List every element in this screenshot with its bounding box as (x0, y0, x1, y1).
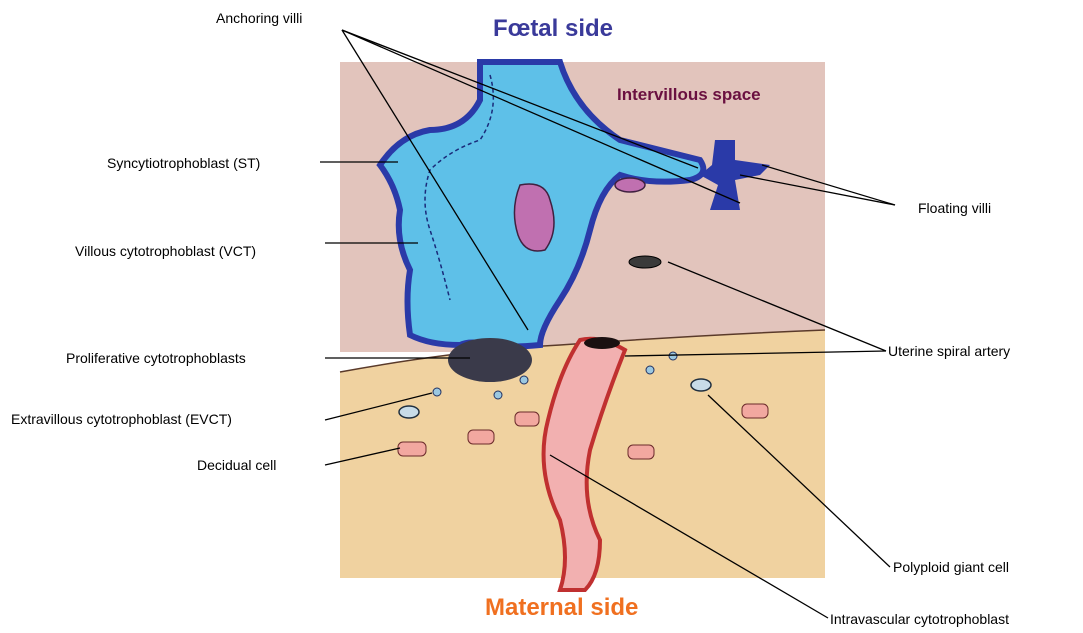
label-proliferative-cytotrophoblasts: Proliferative cytotrophoblasts (66, 350, 246, 366)
fetal-vessel (514, 184, 554, 251)
label-uterine-spiral-artery: Uterine spiral artery (888, 343, 1010, 359)
label-villous-cytotrophoblast: Villous cytotrophoblast (VCT) (75, 243, 256, 259)
label-intravascular-cytotrophoblast: Intravascular cytotrophoblast (830, 611, 1009, 627)
intervillous-space-heading: Intervillous space (617, 85, 761, 105)
label-syncytiotrophoblast: Syncytiotrophoblast (ST) (107, 155, 260, 171)
label-anchoring-villi: Anchoring villi (216, 10, 302, 26)
label-floating-villi: Floating villi (918, 200, 991, 216)
label-decidual-cell: Decidual cell (197, 457, 276, 473)
foetal-side-heading: Fœtal side (493, 15, 613, 43)
proliferative-cytotrophoblast-cluster (448, 338, 532, 382)
artery-lumen-opening (584, 337, 620, 349)
intervillous-cell (629, 256, 661, 268)
label-polyploid-giant-cell: Polyploid giant cell (893, 559, 1009, 575)
maternal-side-heading: Maternal side (485, 594, 638, 622)
fetal-vessel-small (615, 178, 645, 192)
label-extravillous-cytotrophoblast: Extravillous cytotrophoblast (EVCT) (11, 411, 232, 427)
